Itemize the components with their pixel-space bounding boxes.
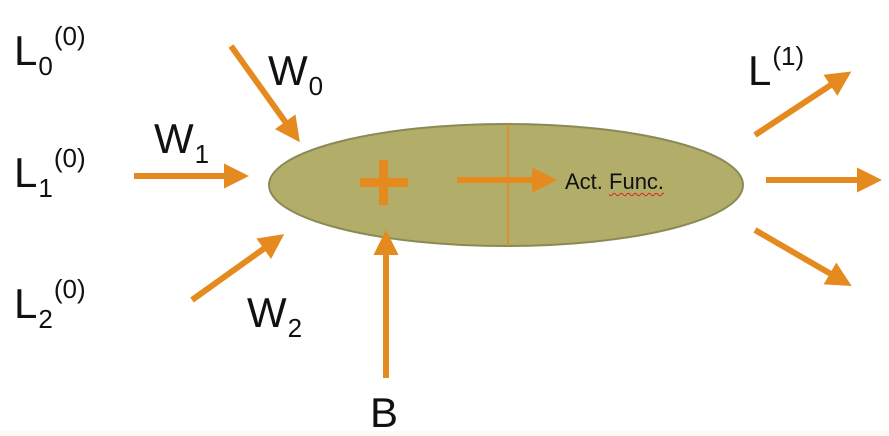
bottom-strip	[0, 431, 889, 436]
input-arrow-2	[190, 234, 285, 303]
input-label-2: L2(0)	[14, 274, 86, 334]
output-arrow-bottom	[753, 227, 852, 287]
input-arrow-0	[228, 44, 300, 143]
input-label-1: L1(0)	[14, 143, 86, 203]
weight-label-0: W0	[268, 47, 324, 101]
output-label: L(1)	[748, 41, 805, 94]
weight-label-2: W2	[247, 289, 303, 343]
sum-plus-icon	[360, 160, 408, 205]
input-label-0: L0(0)	[14, 21, 86, 81]
neuron-body	[268, 123, 744, 247]
activation-label: Act. Func.	[565, 169, 665, 194]
weight-label-1: W1	[154, 115, 210, 169]
output-arrow-top	[753, 71, 852, 138]
bias-label: B	[370, 389, 399, 436]
